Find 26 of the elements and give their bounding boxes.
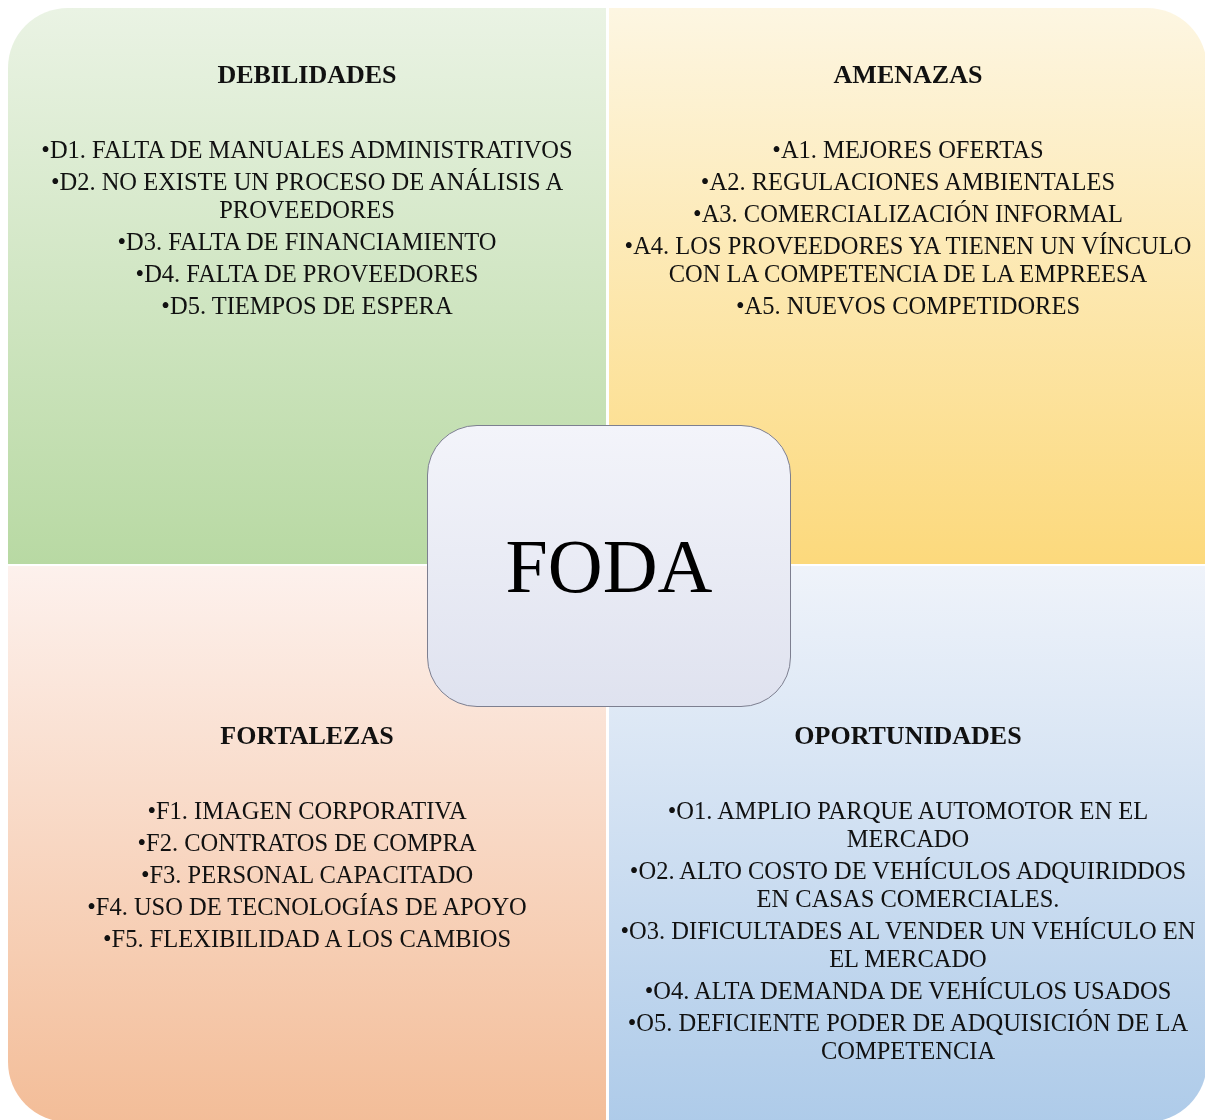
center-box: [427, 425, 791, 707]
quadrant-heading: OPORTUNIDADES: [794, 721, 1022, 751]
list-item: •O4. ALTA DEMANDA DE VEHÍCULOS USADOS: [643, 977, 1173, 1005]
list-item: •O5. DEFICIENTE PODER DE ADQUISICIÓN DE LA COMPETENCIA: [626, 1009, 1190, 1065]
quadrant-heading: DEBILIDADES: [217, 60, 397, 90]
list-item: •D2. NO EXISTE UN PROCESO DE ANÁLISIS A PROVEEDORES: [49, 168, 565, 224]
list-item: •O1. AMPLIO PARQUE AUTOMOTOR EN EL MERCADO: [666, 797, 1150, 853]
list-item: •D4. FALTA DE PROVEEDORES: [134, 260, 480, 288]
list-item: •D3. FALTA DE FINANCIAMIENTO: [116, 228, 498, 256]
list-item: •F2. CONTRATOS DE COMPRA: [136, 829, 478, 857]
list-item: •A4. LOS PROVEEDORES YA TIENEN UN VÍNCULO CON LA COMPETENCIA DE LA EMPREESA: [623, 232, 1193, 288]
list-item: •O3. DIFICULTADES AL VENDER UN VEHÍCULO EN EL MERCADO: [619, 917, 1197, 973]
list-item: •O2. ALTO COSTO DE VEHÍCULOS ADQUIRIDDOS EN CASAS COMERCIALES.: [628, 857, 1188, 913]
quadrant-heading: FORTALEZAS: [220, 721, 394, 751]
list-item: •A3. COMERCIALIZACIÓN INFORMAL: [692, 200, 1124, 228]
list-item: •A2. REGULACIONES AMBIENTALES: [699, 168, 1117, 196]
list-item: •F1. IMAGEN CORPORATIVA: [146, 797, 468, 825]
list-item: •F3. PERSONAL CAPACITADO: [139, 861, 475, 889]
list-item: •D1. FALTA DE MANUALES ADMINISTRATIVOS: [40, 136, 574, 164]
list-item: •A5. NUEVOS COMPETIDORES: [734, 292, 1082, 320]
list-item: •F5. FLEXIBILIDAD A LOS CAMBIOS: [101, 925, 513, 953]
list-item: •D5. TIEMPOS DE ESPERA: [160, 292, 454, 320]
center-title: FODA: [505, 526, 713, 606]
quadrant-heading: AMENAZAS: [833, 60, 983, 90]
list-item: •A1. MEJORES OFERTAS: [771, 136, 1045, 164]
list-item: •F4. USO DE TECNOLOGÍAS DE APOYO: [86, 893, 528, 921]
